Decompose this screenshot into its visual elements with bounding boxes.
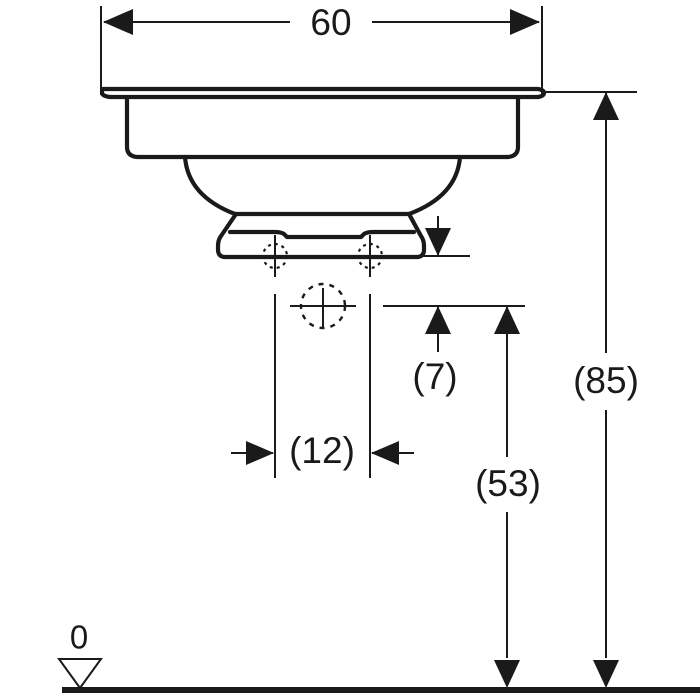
basin-lower-curve [182, 154, 463, 217]
arrowhead-right-icon [510, 9, 540, 35]
arrowhead-left-icon [371, 441, 399, 465]
arrowhead-up-icon [494, 306, 520, 334]
dimension-height-85: (85) [541, 91, 639, 688]
basin-underside-notch [227, 229, 417, 240]
basin-upper-body [124, 95, 521, 160]
basin-pedestal [215, 211, 427, 260]
dimension-label-60: 60 [310, 2, 351, 43]
dimension-label-53: (53) [475, 463, 541, 504]
tap-hole-circle-icon [261, 242, 289, 270]
floor-datum-group: 0 [57, 619, 700, 693]
washbasin-profile [99, 86, 547, 260]
dimension-label-12: (12) [289, 430, 355, 471]
datum-triangle-icon [57, 658, 103, 690]
arrowhead-up-icon [593, 92, 619, 120]
arrowhead-right-icon [246, 441, 274, 465]
arrowhead-left-icon [103, 9, 133, 35]
waste-outlet-circle-icon [299, 282, 347, 330]
tap-hole-circle-icon [356, 242, 384, 270]
dimension-label-85: (85) [573, 360, 639, 401]
dimension-offset-12: (12) [231, 294, 414, 478]
dimension-label-7: (7) [412, 356, 457, 397]
arrowhead-down-icon [593, 660, 619, 688]
arrowhead-down-icon [425, 228, 451, 256]
arrowhead-down-icon [494, 660, 520, 688]
datum-label-0: 0 [70, 619, 88, 656]
tap-hole-left-marker [254, 235, 296, 277]
dimension-height-53: (53) [475, 306, 541, 688]
dimension-depth-7: (7) [383, 216, 525, 397]
basin-rim [99, 86, 547, 100]
dimension-width-60: 60 [100, 2, 543, 95]
arrowhead-up-icon [425, 306, 451, 334]
tap-hole-right-marker [349, 235, 391, 277]
waste-outlet-marker [290, 282, 356, 330]
